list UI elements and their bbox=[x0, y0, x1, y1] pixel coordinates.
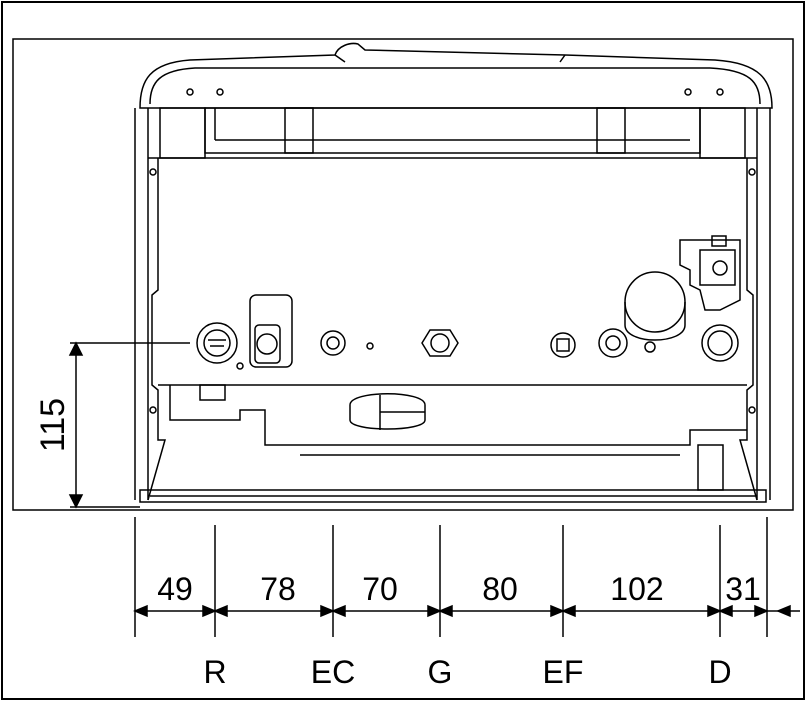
dim-segment-2: 78 bbox=[260, 571, 296, 607]
connection-label-r: R bbox=[203, 654, 226, 690]
dim-segment-5: 102 bbox=[610, 571, 663, 607]
connection-label-d: D bbox=[708, 654, 731, 690]
connection-label-ec: EC bbox=[311, 654, 355, 690]
connection-label-ef: EF bbox=[543, 654, 584, 690]
inner-frame bbox=[12, 38, 794, 511]
boiler-drawing bbox=[134, 42, 773, 503]
dim-segment-1: 49 bbox=[157, 571, 193, 607]
height-dimension bbox=[68, 341, 190, 509]
horizontal-dimensions bbox=[133, 517, 800, 637]
dim-segment-3: 70 bbox=[362, 571, 398, 607]
dim-segment-4: 80 bbox=[482, 571, 518, 607]
connection-label-g: G bbox=[428, 654, 453, 690]
height-label: 115 bbox=[34, 398, 72, 452]
dim-segment-6: 31 bbox=[725, 571, 761, 607]
